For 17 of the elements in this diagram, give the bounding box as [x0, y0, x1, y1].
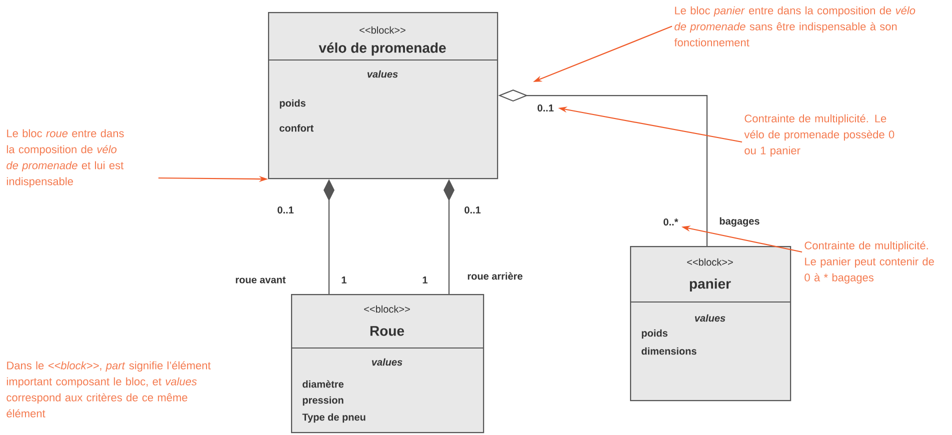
block-box: <<block>> vélo de promenade values poids confort [268, 12, 498, 180]
multiplicity-label: 1 [342, 276, 346, 284]
block-box: <<block>> panier values poids dimensions [630, 246, 792, 402]
multiplicity-label: 1 [422, 276, 428, 284]
multiplicity-label: 0..1 [278, 206, 294, 214]
edge-label: bagages [720, 217, 760, 227]
annotation-text: Contrainte de multiplicité. Le panier peut contenir de 0 à * bagages [804, 241, 934, 284]
multiplicity-label: 0..1 [464, 206, 481, 214]
multiplicity-label: 0..* [664, 218, 678, 226]
edge-label: roue avant [236, 276, 286, 284]
edge-label: roue arrière [468, 272, 522, 280]
note-text: Dans le <<block>>, part signifie l’élément important composant le bloc, et values correspond aux critères de ce même élément [6, 361, 211, 418]
annotation-text: Contrainte de multiplicité. Le vélo de promenade possède 0 ou 1 panier [744, 114, 894, 157]
annotation-text: Le bloc roue entre dans la composition de vélo de promenade et lui est indispensable [6, 129, 124, 188]
block-box: <<block>> Roue values diamètre pression Type de pneu [290, 294, 484, 434]
annotation-text: Le bloc panier entre dans la composition de vélo de promenade sans être indispensable à son fonctionnement [674, 6, 916, 46]
multiplicity-label: 0..1 [538, 104, 554, 112]
